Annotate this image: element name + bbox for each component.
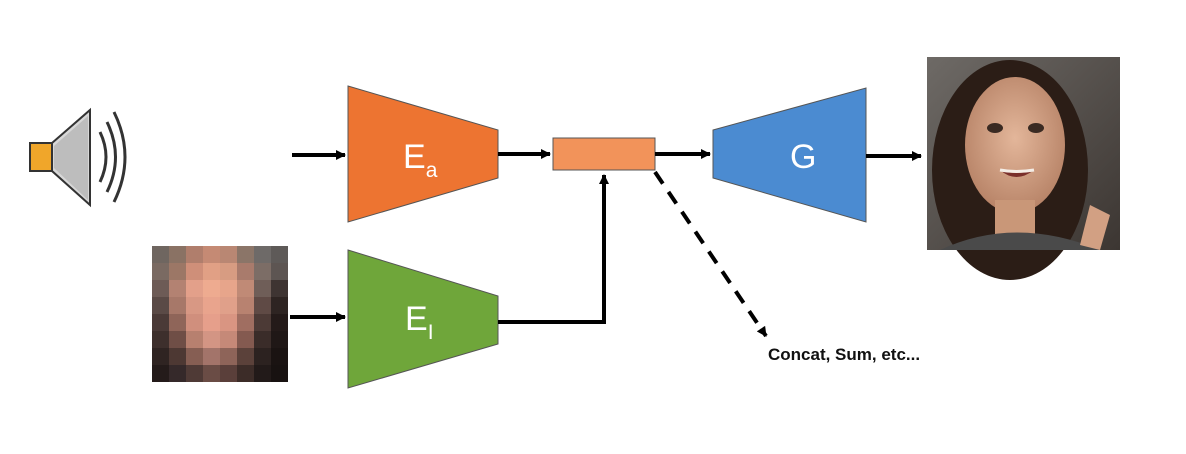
face-pixel [220,314,237,331]
dashed-arrow-fusion-to-note [653,170,768,338]
image-encoder-subscript: I [428,321,434,344]
face-pixel [186,246,203,263]
face-pixel [237,365,254,382]
face-pixel [203,297,220,314]
face-pixel [152,263,169,280]
face-pixel [186,280,203,297]
face-pixel [152,280,169,297]
audio-encoder-subscript: a [426,159,438,182]
image-encoder: EI [347,249,499,389]
face-pixel [271,263,288,280]
face-pixel [203,314,220,331]
generator: G [712,87,867,223]
face-pixel [169,314,186,331]
audio-encoder: Ea [347,85,499,223]
face-pixel [237,331,254,348]
face-pixel [186,365,203,382]
fusion-note-label: Concat, Sum, etc... [768,345,920,364]
face-pixel [152,297,169,314]
face-pixel [169,280,186,297]
face-pixel [237,263,254,280]
face-pixel [152,246,169,263]
face-pixel [271,280,288,297]
face-pixel [203,331,220,348]
face-pixel [271,314,288,331]
face-pixel [203,263,220,280]
face-pixel [220,263,237,280]
face-pixel [254,365,271,382]
face-pixel [169,348,186,365]
fusion-block [552,137,656,171]
image-encoder-label: E [405,300,428,338]
face-pixel [220,246,237,263]
face-pixel [271,246,288,263]
face-pixel [186,331,203,348]
face-pixel [152,365,169,382]
face-pixel [186,263,203,280]
face-pixel [186,314,203,331]
generator-label: G [790,138,816,176]
face-pixel [203,348,220,365]
face-pixel [220,297,237,314]
face-pixel [169,365,186,382]
image-encoder-trapezoid [347,249,499,389]
speaker-icon [29,107,127,208]
face-pixel [237,246,254,263]
generator-trapezoid [712,87,867,223]
face-pixel [169,331,186,348]
face-pixel [237,348,254,365]
face-pixel [254,263,271,280]
face-pixel [254,246,271,263]
face-pixel [152,348,169,365]
face-pixel [169,297,186,314]
face-pixel [271,348,288,365]
face-pixel [271,365,288,382]
face-pixel [237,314,254,331]
face-pixel [152,314,169,331]
face-pixel [254,297,271,314]
face-pixel [203,246,220,263]
generated-face-image [927,57,1120,280]
svg-text:Ea: Ea [403,138,438,182]
face-pixel [254,314,271,331]
face-pixel [254,331,271,348]
face-pixel [271,331,288,348]
face-pixel [203,365,220,382]
pixelated-face-image [152,246,288,382]
arrow-image-encoder-to-fusion [498,174,609,324]
face-pixel [220,365,237,382]
face-pixel [186,348,203,365]
face-pixel [254,280,271,297]
face-pixel [237,297,254,314]
face-pixel [220,331,237,348]
face-pixel [169,246,186,263]
face-pixel [169,263,186,280]
face-pixel [152,331,169,348]
audio-encoder-trapezoid [347,85,499,223]
audio-encoder-label: E [403,138,426,176]
face-pixel [271,297,288,314]
audio-waveform [133,116,289,188]
face-pixel [186,297,203,314]
face-pixel [203,280,220,297]
face-pixel [220,348,237,365]
face-pixel [254,348,271,365]
face-pixel [220,280,237,297]
face-pixel [237,280,254,297]
svg-text:EI: EI [405,300,434,344]
